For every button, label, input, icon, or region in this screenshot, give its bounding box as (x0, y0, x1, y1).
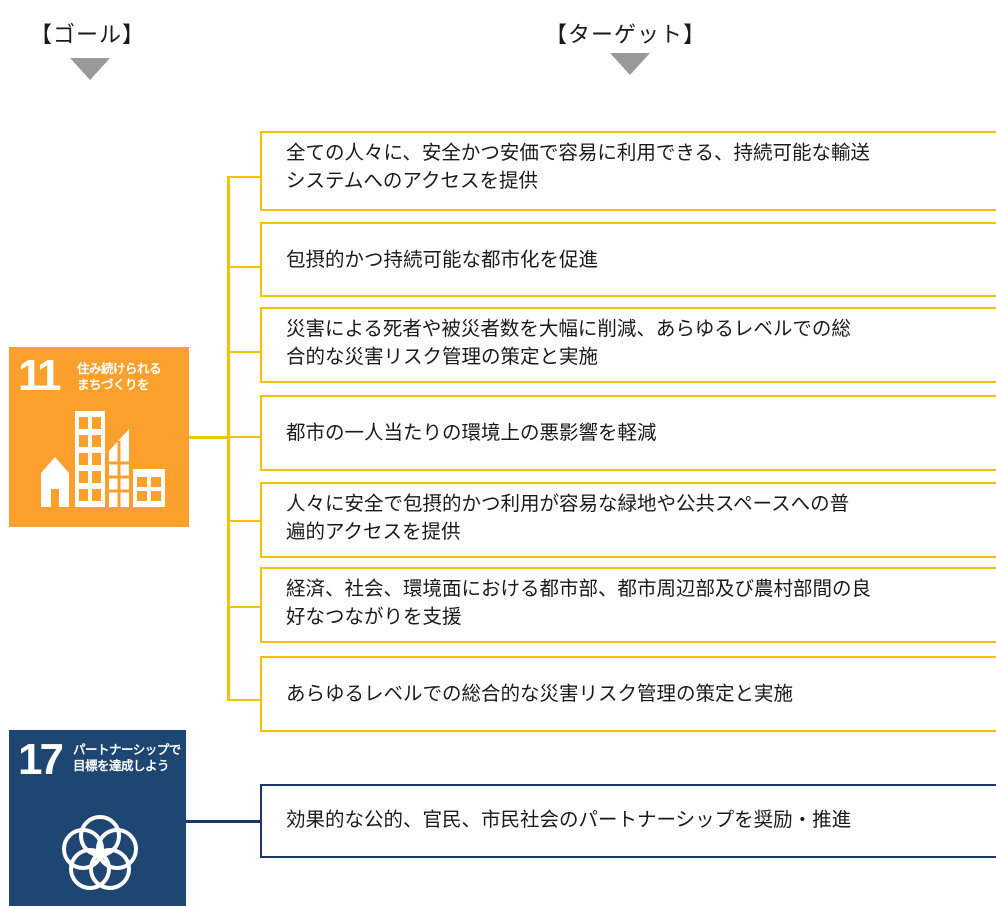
target-box: 包摂的かつ持続可能な都市化を促進 (260, 222, 996, 297)
goal-11-connector-spine (227, 176, 230, 701)
target-box: 全ての人々に、安全かつ安価で容易に利用できる、持続可能な輸送 システムへのアクセ… (260, 131, 996, 211)
goal-17-title-line2: 目標を達成しよう (73, 758, 170, 773)
goal-17-connector (186, 820, 262, 823)
target-box: あらゆるレベルでの総合的な災害リスク管理の策定と実施 (260, 656, 996, 732)
target-box: 経済、社会、環境面における都市部、都市周辺部及び農村部間の良 好なつながりを支援 (260, 567, 996, 643)
target-box: 災害による死者や被災者数を大幅に削減、あらゆるレベルでの総 合的な災害リスク管理… (260, 307, 996, 383)
target-text-line2: 合的な災害リスク管理の策定と実施 (286, 345, 599, 368)
target-box: 都市の一人当たりの環境上の悪影響を軽減 (260, 395, 996, 471)
goal-11-connector-branch (227, 699, 262, 701)
goal-11-connector-branch (227, 266, 262, 268)
target-text-line1: 経済、社会、環境面における都市部、都市周辺部及び農村部間の良 (286, 577, 872, 600)
target-box: 効果的な公的、官民、市民社会のパートナーシップを奨励・推進 (260, 784, 996, 858)
goal-11-title-line2: まちづくりを (77, 377, 150, 392)
goal-down-arrow-icon (70, 58, 110, 80)
city-buildings-icon (41, 411, 165, 507)
goal-17-number: 17 (18, 735, 64, 784)
target-box: 人々に安全で包摂的かつ利用が容易な緑地や公共スペースへの普 遍的アクセスを提供 (260, 482, 996, 558)
interlocking-rings-icon (62, 815, 138, 890)
goal-11-connector-branch (227, 351, 262, 353)
target-text-line1: 人々に安全で包摂的かつ利用が容易な緑地や公共スペースへの普 (286, 492, 850, 515)
target-text-line1: 効果的な公的、官民、市民社会のパートナーシップを奨励・推進 (286, 808, 852, 831)
goal-11-number: 11 (18, 351, 61, 400)
target-text-line2: 遍的アクセスを提供 (286, 520, 461, 543)
goal-17-title-line1: パートナーシップで (73, 742, 181, 757)
target-text-line1: 都市の一人当たりの環境上の悪影響を軽減 (286, 421, 657, 444)
goal-11-connector-branch (227, 176, 262, 178)
goal-11-title-line1: 住み続けられる (77, 361, 162, 376)
target-down-arrow-icon (610, 53, 650, 75)
goal-11-connector-stub (189, 436, 228, 439)
goal-11-connector-branch (227, 606, 262, 608)
goal-11-connector-branch (227, 436, 262, 438)
target-text-line1: 全ての人々に、安全かつ安価で容易に利用できる、持続可能な輸送 (286, 141, 871, 164)
goal-11-tile: 11 住み続けられる まちづくりを (9, 347, 189, 527)
goal-column-header: 【ゴール】 (30, 23, 146, 48)
goal-11-connector-branch (227, 520, 262, 522)
target-text-line2: 好なつながりを支援 (286, 605, 462, 628)
target-text-line2: システムへのアクセスを提供 (286, 169, 538, 192)
target-text-line1: 包摂的かつ持続可能な都市化を促進 (286, 248, 599, 271)
goal-17-tile: 17 パートナーシップで 目標を達成しよう (9, 730, 186, 906)
target-text-line1: 災害による死者や被災者数を大幅に削減、あらゆるレベルでの総 (286, 317, 851, 340)
target-text-line1: あらゆるレベルでの総合的な災害リスク管理の策定と実施 (286, 682, 794, 705)
target-column-header: 【ターゲット】 (545, 23, 707, 48)
